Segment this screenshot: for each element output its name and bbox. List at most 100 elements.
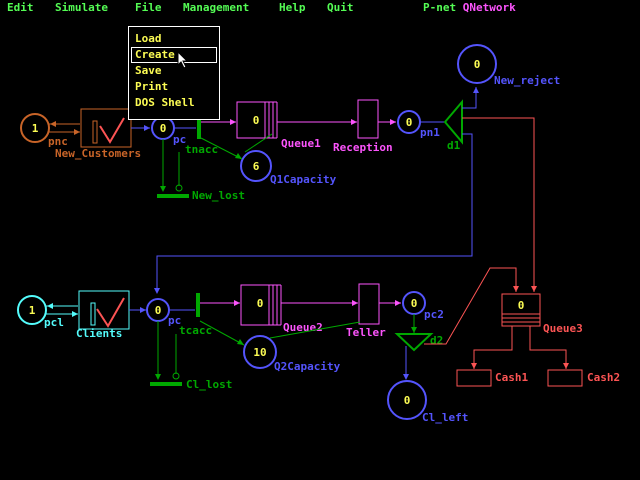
place-pc-bottom-tokens: 0 [155, 304, 162, 317]
place-q1capacity-tokens: 6 [253, 160, 260, 173]
menu-quit[interactable]: Quit [327, 1, 354, 14]
generator-bar-icon [92, 120, 98, 144]
arrowhead-icon [74, 129, 80, 135]
place-pn1-label: pn1 [420, 126, 440, 139]
generator-new-customers[interactable] [80, 108, 132, 148]
menu-simulate[interactable]: Simulate [55, 1, 108, 14]
dropdown-highlight [131, 47, 217, 63]
server-teller[interactable] [358, 283, 380, 325]
generator-check-icon [96, 297, 125, 328]
place-cl-left-label: Cl_left [422, 411, 468, 424]
transition-new-lost[interactable] [157, 194, 189, 198]
arc-q1capacity-tnacc [200, 137, 243, 160]
arrowhead-icon [473, 87, 479, 93]
arc-d1-to-pc-bottom [156, 133, 473, 292]
arrowhead-icon [351, 119, 357, 125]
server-cash2-label: Cash2 [587, 371, 620, 384]
decision-d2[interactable] [394, 333, 434, 352]
file-dropdown-menu: Load Create Save Print DOS Shell [128, 26, 220, 120]
place-new-reject-label: New_reject [494, 74, 560, 87]
queue3-label: Queue3 [543, 322, 583, 335]
place-q1capacity[interactable] [240, 150, 272, 182]
place-pc-bottom-label: pc [168, 314, 181, 327]
queue3-box[interactable] [501, 293, 541, 327]
place-new-reject[interactable] [457, 44, 497, 84]
mouse-pointer-icon [177, 51, 189, 69]
dropdown-item-dos-shell[interactable]: DOS Shell [135, 96, 195, 109]
place-q2capacity[interactable] [243, 335, 277, 369]
menu-edit[interactable]: Edit [7, 1, 34, 14]
dropdown-item-create[interactable]: Create [135, 48, 175, 61]
transition-tnacc-label: tnacc [185, 143, 218, 156]
app-title-part1: P-net [423, 1, 457, 14]
generator-check-icon [99, 117, 125, 144]
transition-tcacc[interactable] [196, 293, 200, 317]
menu-help[interactable]: Help [279, 1, 306, 14]
server-reception[interactable] [357, 99, 379, 139]
queue2-tokens: 0 [257, 297, 264, 310]
place-pnc-tokens: 1 [32, 122, 39, 135]
dropdown-item-load[interactable]: Load [135, 32, 162, 45]
inhibitor-icon [175, 184, 183, 192]
decision-d1[interactable] [443, 99, 463, 145]
arrowhead-icon [471, 363, 477, 369]
place-cl-left[interactable] [387, 380, 427, 420]
arrowhead-icon [50, 121, 56, 127]
generator-clients-label: Clients [76, 327, 122, 340]
place-pcl[interactable] [17, 295, 47, 325]
arrowhead-icon [390, 119, 396, 125]
queue2-box[interactable] [240, 284, 270, 326]
transition-tnacc[interactable] [197, 117, 201, 139]
arrowhead-icon [531, 286, 537, 292]
arrowhead-icon [403, 374, 409, 380]
app-title: P-net QNetwork [423, 1, 516, 14]
place-q2capacity-tokens: 10 [253, 346, 266, 359]
arrowhead-icon [411, 327, 417, 333]
arc-teller-to-q2capacity [269, 321, 361, 339]
generator-clients[interactable] [78, 290, 130, 330]
server-cash1[interactable] [456, 369, 492, 387]
arrowhead-icon [140, 307, 146, 313]
transition-cl-lost[interactable] [150, 382, 182, 386]
arrowhead-icon [234, 300, 240, 306]
arrowhead-icon [352, 300, 358, 306]
arc-queue3-to-cash2 [529, 326, 567, 369]
place-q1capacity-label: Q1Capacity [270, 173, 337, 186]
arrowhead-icon [563, 363, 569, 369]
server-teller-label: Teller [346, 326, 386, 339]
arrowhead-icon [235, 153, 242, 159]
place-pn1-tokens: 0 [406, 116, 413, 129]
dropdown-item-save[interactable]: Save [135, 64, 162, 77]
arc-reception-to-q1capacity [244, 133, 273, 153]
generator-bar-icon [90, 302, 96, 326]
arrowhead-icon [160, 186, 166, 192]
dropdown-item-print[interactable]: Print [135, 80, 169, 93]
arc-queue3-to-cash1 [473, 326, 513, 369]
menu-management[interactable]: Management [183, 1, 250, 14]
server-cash1-label: Cash1 [495, 371, 528, 384]
queue1-box[interactable] [236, 101, 266, 139]
arrowhead-icon [72, 311, 78, 317]
place-pc-top-tokens: 0 [160, 122, 167, 135]
transition-new-lost-label: New_lost [192, 189, 245, 202]
arrowhead-icon [155, 374, 161, 380]
arrowhead-icon [47, 303, 53, 309]
arrowhead-icon [230, 119, 236, 125]
menu-bar: Edit Simulate File Management Help Quit … [0, 0, 640, 16]
decision-d2-label: d2 [430, 334, 443, 347]
place-pcl-label: pcl [44, 316, 64, 329]
arc-d1-to-queue3 [462, 117, 535, 292]
arc-q2capacity-tcacc [199, 320, 245, 346]
place-pc2-tokens: 0 [411, 297, 418, 310]
arrowhead-icon [237, 339, 244, 345]
decision-d1-label: d1 [447, 139, 461, 152]
menu-file[interactable]: File [135, 1, 162, 14]
place-pnc[interactable] [20, 113, 50, 143]
transition-cl-lost-label: Cl_lost [186, 378, 232, 391]
generator-new-customers-label: New_Customers [55, 147, 141, 160]
inhibitor-icon [172, 372, 180, 380]
arrowhead-icon [513, 286, 519, 292]
place-pc2-label: pc2 [424, 308, 444, 321]
arrowhead-icon [395, 300, 401, 306]
server-cash2[interactable] [547, 369, 583, 387]
